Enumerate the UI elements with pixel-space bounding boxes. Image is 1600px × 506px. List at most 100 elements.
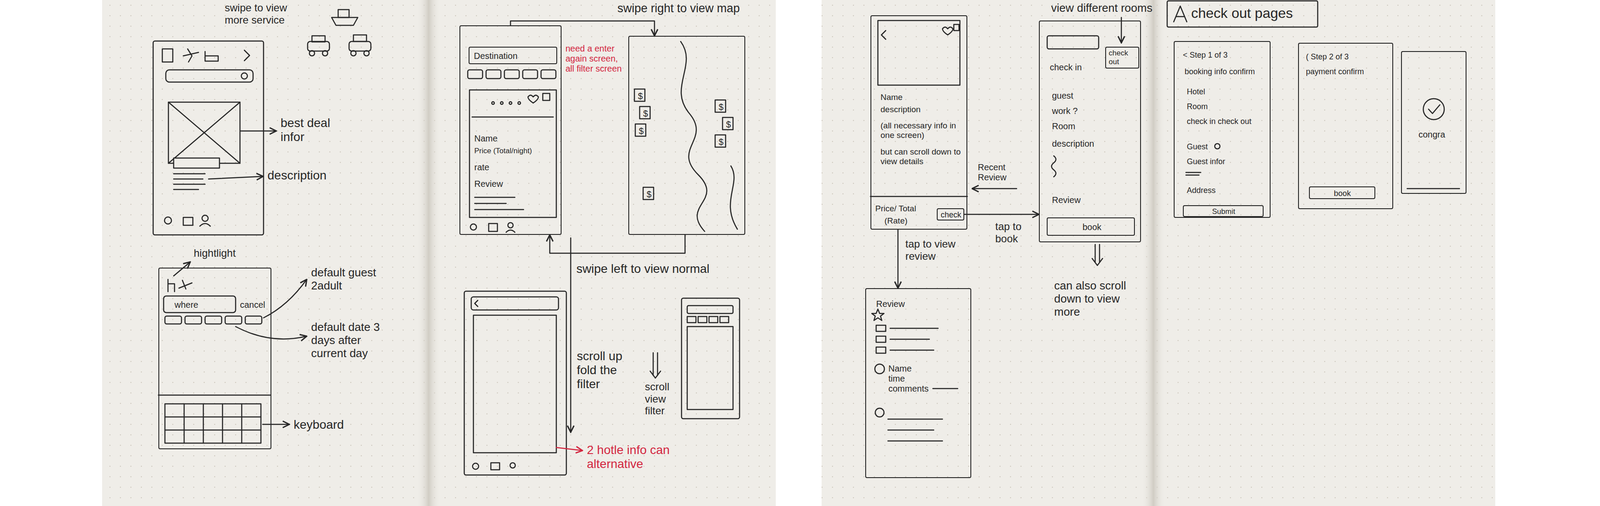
sketch-ink — [349, 41, 371, 52]
sketch-ink — [350, 50, 357, 56]
node-text: Price (Total/night) — [474, 146, 560, 156]
node-text: $ — [637, 91, 645, 102]
note-label: tap to view review — [905, 237, 971, 262]
sketch-ink — [1185, 172, 1201, 175]
sketch-ink — [307, 41, 330, 52]
node-text: congra — [1418, 129, 1454, 140]
sketch-ink — [173, 173, 206, 190]
sketch-ink — [890, 349, 934, 351]
node-text: Destination — [473, 51, 555, 62]
notebook-paper — [102, 0, 1496, 506]
node-text: Guest infor — [1186, 157, 1253, 167]
sketch-ink — [311, 35, 326, 42]
note-label: default date 3 days after current day — [311, 320, 399, 360]
sketch-ink — [309, 50, 315, 56]
node-text: booking info confirm — [1184, 67, 1268, 77]
node-text: Name time comments — [888, 363, 930, 394]
sketch-ink — [1092, 244, 1103, 266]
phone-screen: ReviewName time comments — [865, 287, 972, 478]
sketch-ink — [490, 462, 500, 470]
note-label: default guest 2adult — [311, 266, 399, 293]
node-text: $ — [726, 119, 733, 130]
sketch-ink — [168, 102, 240, 164]
node-text: check in check out — [1186, 116, 1268, 127]
sketch-ink — [504, 69, 520, 79]
sketch-ink — [643, 187, 654, 200]
phone-screen: wherecancel — [158, 267, 272, 449]
sketch-ink — [167, 279, 175, 292]
sketch-ink — [263, 279, 307, 318]
sketch-ink — [687, 326, 734, 410]
node-text: book — [1333, 188, 1356, 199]
flow-arrow — [510, 20, 655, 36]
sketch-ink — [470, 223, 477, 230]
sketch-ink — [185, 315, 202, 324]
node-text: cancel — [239, 299, 270, 310]
sketch-ink — [881, 30, 886, 40]
sketch-ink — [507, 222, 514, 228]
node-text: but can scroll down to view details — [880, 147, 962, 167]
phone-screen: check inguestwork ?RoomdescriptionReview… — [1038, 20, 1141, 243]
sketch-ink — [225, 315, 242, 324]
sketch-ink — [687, 316, 696, 323]
phone-screen: < Step 1 of 3booking info confirmHotelRo… — [1173, 41, 1271, 218]
sketch-ink — [245, 315, 262, 324]
sketch-ink — [709, 316, 718, 323]
sketch-ink — [635, 123, 646, 137]
sketch-ink — [488, 223, 498, 232]
sketch-ink — [331, 17, 358, 26]
sketch-ink — [164, 216, 172, 224]
notebook-paper — [1141, 0, 1166, 506]
node-text: payment confirm — [1305, 67, 1389, 77]
flow-arrow — [549, 234, 686, 254]
sketch-ink — [474, 197, 524, 210]
sketch-ink — [715, 134, 726, 148]
sketch-ink — [570, 237, 572, 432]
node-text: Address — [1186, 185, 1253, 196]
sketch-ink — [202, 215, 209, 222]
sketch-ink — [517, 101, 521, 105]
node-text: < Step 1 of 3 — [1182, 50, 1266, 60]
sketch-ink — [205, 315, 222, 324]
sketch-ink — [877, 20, 960, 86]
sketch-ink — [240, 130, 277, 132]
node-text: Review — [876, 298, 929, 309]
note-label: swipe left to view normal — [576, 261, 760, 276]
notebook-paper — [416, 0, 441, 506]
sketch-ink — [363, 50, 370, 56]
flow-arrow — [897, 229, 899, 288]
node-text: Guest — [1186, 142, 1211, 152]
node-text: Price/ Total — [875, 203, 932, 214]
sketch-ink — [972, 188, 1017, 190]
sketch-ink — [876, 335, 886, 343]
sketch-ink — [486, 69, 501, 79]
sketch-ink — [650, 352, 661, 378]
sketch-ink — [464, 291, 567, 475]
sketch-ink — [163, 295, 236, 313]
sketch-ink — [164, 403, 261, 443]
phone-screen: NamePrice (Total/night)rateReviewDestina… — [459, 25, 562, 235]
note-label: check out pages — [1191, 5, 1314, 22]
node-text: Room — [1186, 102, 1253, 112]
node-text: guest — [1051, 90, 1118, 101]
sketch-ink — [680, 41, 707, 232]
sketch-ink — [527, 95, 539, 103]
node-text: $ — [638, 126, 645, 137]
note-label: scroll view filter — [644, 380, 685, 417]
note-label: description — [267, 168, 342, 183]
sketch-ink — [890, 338, 930, 340]
red-note-arrow — [556, 447, 583, 451]
note-label: can also scroll down to view more — [1054, 279, 1142, 319]
sketch-ink — [639, 106, 651, 119]
button-box: check — [936, 208, 965, 221]
sketch-ink — [164, 315, 182, 324]
node-text: Review — [1051, 195, 1118, 206]
sketch-ink — [506, 229, 515, 233]
sketch-ink — [875, 407, 884, 417]
sketch-ink — [178, 280, 192, 289]
note-label: tap to book — [995, 220, 1035, 245]
tab-box: check out — [1105, 46, 1140, 69]
phone-screen: congra — [1401, 51, 1467, 194]
sketch-ink — [165, 69, 254, 83]
sketch-ink — [474, 300, 478, 307]
